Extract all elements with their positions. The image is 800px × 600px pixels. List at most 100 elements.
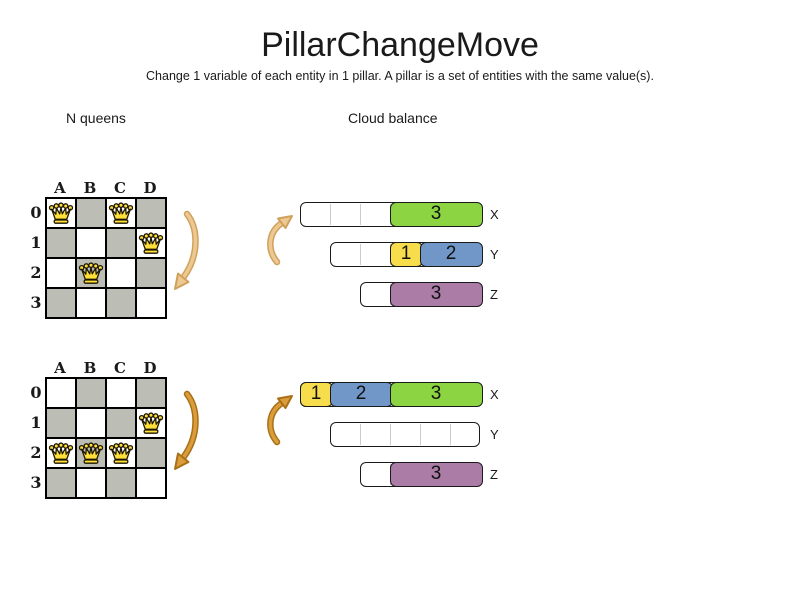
cell-divider [360, 204, 361, 225]
board-cell-C3 [106, 468, 136, 498]
row-label-0: 0 [30, 382, 42, 402]
board-cell-A0 [46, 198, 76, 228]
board-cell-B3 [76, 288, 106, 318]
board-cell-D0 [136, 378, 166, 408]
cell-divider [330, 204, 331, 225]
row-label-3: 3 [30, 472, 42, 492]
queen-icon [108, 201, 134, 224]
process-block: 2 [329, 381, 393, 407]
board-cell-C0 [106, 378, 136, 408]
row-label-3: 3 [30, 292, 42, 312]
queen-icon [108, 441, 134, 464]
board-cell-C3 [106, 288, 136, 318]
computer-label-z: Z [490, 467, 498, 482]
computer-z-bar: 3 [360, 281, 483, 307]
page-title: PillarChangeMove [261, 26, 539, 64]
move-up-arrow-icon [267, 215, 293, 266]
column-label-D: D [143, 179, 157, 197]
board-cell-C0 [106, 198, 136, 228]
queen-icon [78, 441, 104, 464]
cell-divider [360, 244, 361, 265]
row-label-2: 2 [30, 442, 42, 462]
board-cell-A0 [46, 378, 76, 408]
process-block: 3 [389, 201, 483, 227]
board-grid [45, 197, 167, 319]
queen-icon [48, 201, 74, 224]
column-label-C: C [114, 359, 126, 377]
process-block: 1 [299, 381, 333, 407]
board-cell-C1 [106, 408, 136, 438]
board-cell-C1 [106, 228, 136, 258]
column-label-C: C [114, 179, 126, 197]
column-label-B: B [83, 179, 97, 197]
computer-label-z: Z [490, 287, 498, 302]
cell-divider [360, 424, 361, 445]
row-label-1: 1 [30, 232, 42, 252]
column-label-D: D [143, 359, 157, 377]
computer-x-bar: 3 [300, 201, 483, 227]
process-block: 3 [389, 461, 483, 487]
row-headers: 0 1 2 3 [27, 377, 45, 499]
computer-y-bar [330, 422, 480, 447]
board-cell-A3 [46, 288, 76, 318]
process-block: 3 [389, 281, 483, 307]
cell-divider [390, 424, 391, 445]
row-label-2: 2 [30, 262, 42, 282]
computer-label-x: X [490, 207, 499, 222]
row-label-0: 0 [30, 202, 42, 222]
column-label-B: B [83, 359, 97, 377]
board-cell-A1 [46, 408, 76, 438]
page-subtitle: Change 1 variable of each entity in 1 pi… [146, 69, 654, 83]
board-cell-C2 [106, 438, 136, 468]
board-cell-B0 [76, 378, 106, 408]
board-cell-C2 [106, 258, 136, 288]
board-cell-D1 [136, 408, 166, 438]
board-cell-D3 [136, 468, 166, 498]
board-cell-B2 [76, 258, 106, 288]
board-cell-B2 [76, 438, 106, 468]
nqueens-section-label: N queens [66, 110, 126, 126]
row-label-1: 1 [30, 412, 42, 432]
board-cell-B0 [76, 198, 106, 228]
column-label-A: A [54, 179, 66, 197]
board-cell-B1 [76, 408, 106, 438]
computer-label-y: Y [490, 247, 499, 262]
board-cell-D2 [136, 258, 166, 288]
cell-divider [420, 424, 421, 445]
computer-label-x: X [490, 387, 499, 402]
board-cell-B3 [76, 468, 106, 498]
queen-icon [48, 441, 74, 464]
column-label-A: A [54, 359, 66, 377]
board-cell-D2 [136, 438, 166, 468]
cell-divider [450, 424, 451, 445]
queen-icon [138, 411, 164, 434]
board-cell-D3 [136, 288, 166, 318]
computer-label-y: Y [490, 427, 499, 442]
board-cell-A1 [46, 228, 76, 258]
cloud-section-label: Cloud balance [348, 110, 438, 126]
board-cell-A3 [46, 468, 76, 498]
board-cell-B1 [76, 228, 106, 258]
board-grid [45, 377, 167, 499]
move-up-arrow-icon [267, 395, 293, 446]
process-block: 1 [389, 241, 423, 267]
process-block: 3 [389, 381, 483, 407]
board-cell-D1 [136, 228, 166, 258]
process-block: 2 [419, 241, 483, 267]
board-cell-A2 [46, 258, 76, 288]
queen-icon [78, 261, 104, 284]
row-headers: 0 1 2 3 [27, 197, 45, 319]
board-cell-A2 [46, 438, 76, 468]
board-cell-D0 [136, 198, 166, 228]
move-down-arrow-icon [174, 390, 199, 470]
move-down-arrow-icon [174, 210, 199, 290]
